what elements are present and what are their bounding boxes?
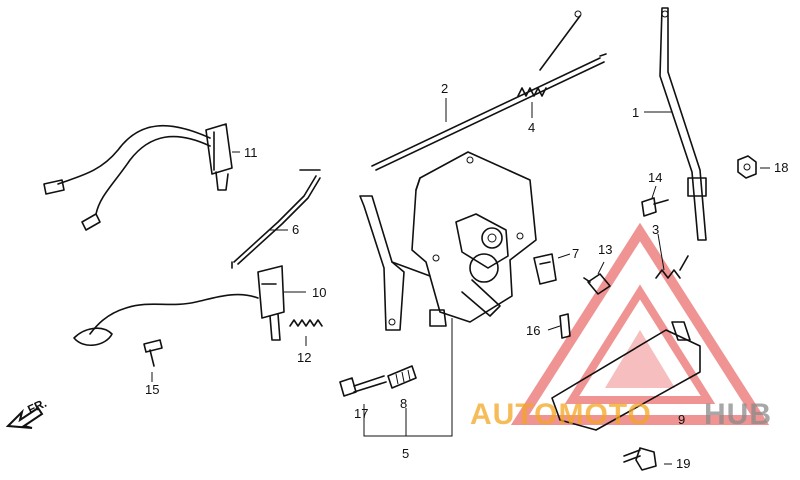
part-6-link-rod bbox=[231, 169, 321, 269]
part-3-spring bbox=[655, 255, 689, 279]
callout-8: 8 bbox=[400, 396, 407, 411]
part-2-rod bbox=[371, 10, 607, 171]
callout-19: 19 bbox=[676, 456, 690, 471]
callout-4: 4 bbox=[528, 120, 535, 135]
callout-15: 15 bbox=[145, 382, 159, 397]
watermark-logo bbox=[510, 222, 770, 425]
part-15-bolt bbox=[143, 339, 163, 367]
part-17-bolt bbox=[339, 375, 387, 397]
part-10-switch-assembly bbox=[73, 265, 285, 346]
watermark-text: AUTOMOTO HUB bbox=[470, 398, 772, 431]
callout-12: 12 bbox=[297, 350, 311, 365]
callout-14: 14 bbox=[648, 170, 662, 185]
front-direction-indicator: FR. bbox=[5, 396, 49, 429]
watermark-text-part2: HUB bbox=[704, 398, 772, 431]
callout-10: 10 bbox=[312, 285, 326, 300]
callout-5: 5 bbox=[402, 446, 409, 461]
front-direction-label: FR. bbox=[25, 396, 48, 417]
part-7-clip bbox=[533, 253, 557, 285]
part-14-clip bbox=[641, 197, 669, 217]
part-19-bolt bbox=[623, 447, 657, 471]
callout-18: 18 bbox=[774, 160, 788, 175]
part-18-nut bbox=[737, 155, 757, 179]
callouts: 1 2 3 4 5 6 7 8 9 10 11 12 13 14 15 16 1… bbox=[145, 81, 788, 471]
callout-9: 9 bbox=[678, 412, 685, 427]
callout-3: 3 bbox=[652, 222, 659, 237]
callout-6: 6 bbox=[292, 222, 299, 237]
part-9-plate bbox=[551, 321, 701, 431]
main-bracket bbox=[359, 151, 537, 331]
part-13-bolt bbox=[583, 273, 611, 295]
part-12-spring bbox=[289, 319, 323, 327]
callout-1: 1 bbox=[632, 105, 639, 120]
callout-2: 2 bbox=[441, 81, 448, 96]
part-4-spring bbox=[517, 87, 547, 97]
part-16-pin bbox=[559, 313, 571, 339]
watermark-text-part1: AUTOMOTO bbox=[470, 398, 652, 431]
part-8-collar bbox=[387, 365, 417, 389]
part-11-switch-assembly bbox=[43, 123, 233, 231]
part-1-control-arm bbox=[659, 7, 707, 241]
callout-7: 7 bbox=[572, 246, 579, 261]
callout-17: 17 bbox=[354, 406, 368, 421]
callout-16: 16 bbox=[526, 323, 540, 338]
callout-11: 11 bbox=[244, 145, 258, 160]
leader-lines bbox=[151, 98, 770, 465]
front-arrow-icon bbox=[5, 406, 44, 429]
callout-13: 13 bbox=[598, 242, 612, 257]
